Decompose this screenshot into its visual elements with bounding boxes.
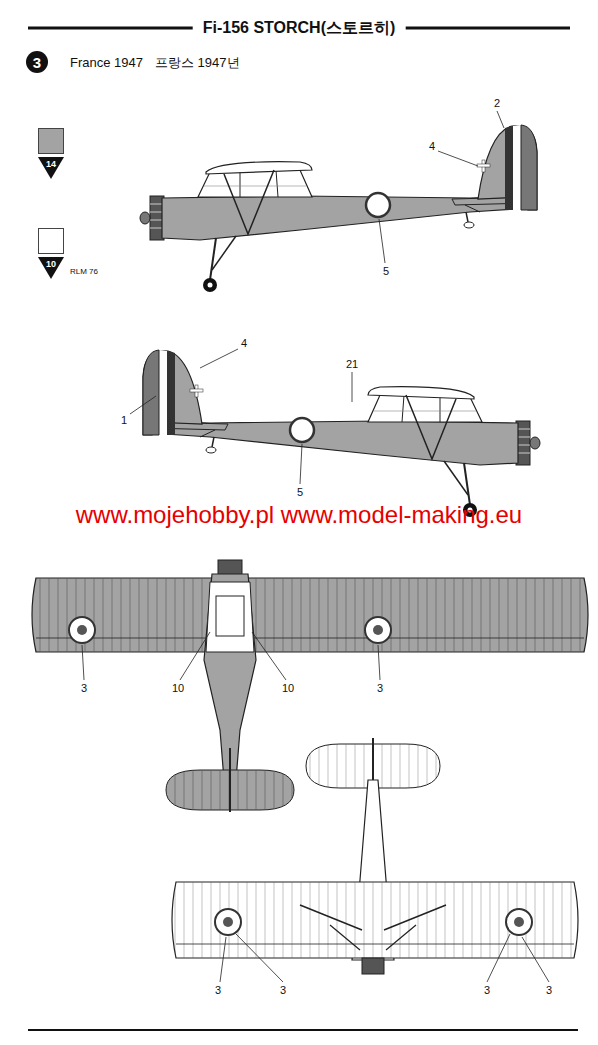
callout-number: 4 [429, 141, 435, 152]
paint-number: 14 [46, 160, 56, 169]
callout-number: 5 [297, 487, 303, 498]
paint-number: 10 [46, 260, 56, 269]
scheme-name: 프랑스 1947년 [155, 56, 240, 69]
page-title: Fi-156 STORCH(스토르히) [193, 18, 406, 39]
callout-number: 21 [346, 359, 358, 370]
callout-number: 5 [383, 266, 389, 277]
callout-number: 3 [377, 683, 383, 694]
watermark: www.mojehobby.pl www.model-making.eu [76, 503, 522, 527]
callout-number: 10 [282, 683, 294, 694]
badge-number: 3 [33, 55, 41, 70]
callout-number: 1 [121, 415, 127, 426]
color-swatch [38, 228, 64, 254]
scheme-name: France 1947 [70, 56, 143, 69]
callout-number: 3 [81, 683, 87, 694]
callout-number: 10 [172, 683, 184, 694]
callout-number: 3 [484, 985, 490, 996]
callout-number: 3 [280, 985, 286, 996]
paint-code: RLM 76 [70, 268, 98, 276]
callout-number: 2 [494, 98, 500, 109]
callout-number: 3 [215, 985, 221, 996]
callout-number: 3 [546, 985, 552, 996]
color-swatch [38, 128, 64, 154]
callout-number: 4 [241, 338, 247, 349]
